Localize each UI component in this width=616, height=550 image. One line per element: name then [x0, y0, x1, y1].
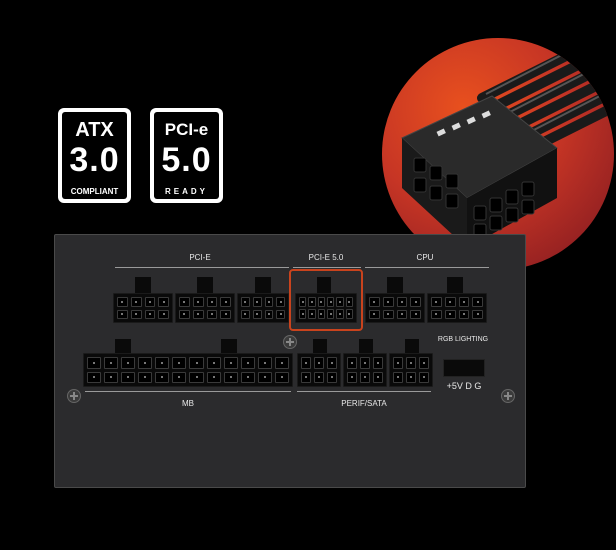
screw-icon	[283, 335, 297, 349]
label-underline	[115, 267, 289, 268]
label-underline	[293, 267, 361, 268]
cpu-port[interactable]	[427, 293, 487, 323]
pcie-badge-top: PCI-e	[164, 120, 209, 139]
label-underline	[365, 267, 489, 268]
label-pcie5: PCI-E 5.0	[308, 253, 344, 262]
label-underline	[297, 391, 431, 392]
rgb-lighting-port[interactable]	[443, 359, 485, 377]
pcie-badge-version: 5.0	[161, 141, 212, 179]
perif-sata-port[interactable]	[343, 353, 387, 387]
label-rgb-lighting: RGB LIGHTING	[437, 336, 489, 343]
atx-badge-top: ATX	[75, 119, 114, 141]
atx-badge-foot: COMPLIANT	[70, 187, 119, 196]
connector-closeup	[382, 38, 614, 270]
pcie-badge-foot: READY	[164, 187, 208, 196]
pcie5-highlight-box	[289, 269, 363, 331]
label-underline	[85, 391, 291, 392]
label-mb: MB	[182, 399, 194, 408]
12vhpwr-connector-illustration	[401, 38, 614, 248]
psu-modular-panel: PCI-E PCI-E 5.0 CPU	[54, 234, 526, 488]
label-pcie: PCI-E	[189, 253, 211, 262]
label-cpu: CPU	[416, 253, 434, 262]
pcie-5-badge: PCI-e 5.0 READY	[150, 108, 223, 203]
label-perif-sata: PERIF/SATA	[341, 399, 387, 408]
screw-icon	[67, 389, 81, 403]
pcie-port[interactable]	[237, 293, 289, 323]
perif-sata-port[interactable]	[297, 353, 341, 387]
pcie-port[interactable]	[175, 293, 235, 323]
pcie5-12vhpwr-port[interactable]	[295, 293, 357, 323]
screw-icon	[501, 389, 515, 403]
atx-badge-version: 3.0	[69, 141, 120, 179]
perif-sata-port[interactable]	[389, 353, 433, 387]
mb-24pin-port[interactable]	[83, 353, 293, 387]
atx-3-badge: ATX 3.0 COMPLIANT	[58, 108, 131, 203]
cpu-port[interactable]	[365, 293, 425, 323]
pcie-port[interactable]	[113, 293, 173, 323]
rgb-pin-labels: +5V D G	[446, 381, 482, 391]
